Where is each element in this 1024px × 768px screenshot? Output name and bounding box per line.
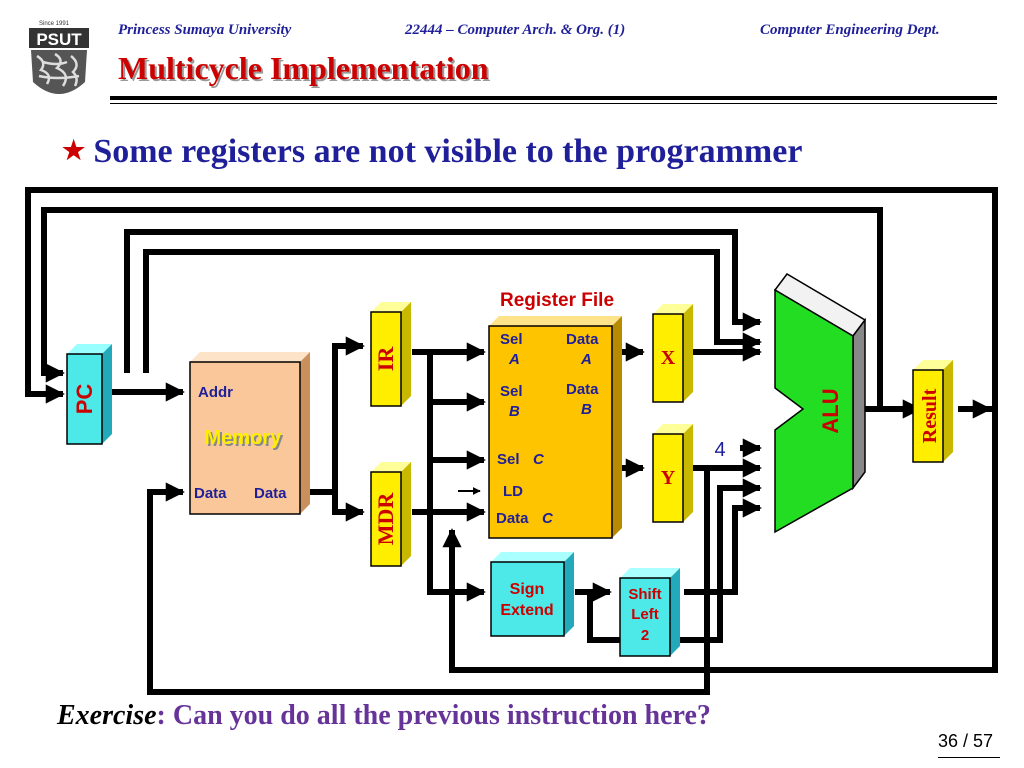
mdr-label: MDR [373, 492, 398, 546]
wire-result-to-data-c [442, 409, 998, 673]
data-c-label: Data [496, 510, 529, 527]
slide-title: Multicycle Implementation [118, 50, 489, 86]
memory-addr-label: Addr [198, 384, 233, 401]
logo-abbr: PSUT [36, 30, 82, 49]
register-file-title: Register File [500, 290, 614, 311]
exercise-label: Exercise [57, 700, 157, 731]
wire-shift-to-alu [684, 498, 762, 595]
sel-c-label: Sel [497, 451, 520, 468]
wire-memory-to-mdr [332, 492, 365, 522]
data-c-letter: C [542, 510, 554, 527]
alu: ALU [773, 273, 867, 534]
page-number-underline [938, 757, 1000, 758]
shift-left-line1: Shift [628, 586, 661, 603]
wire-ir-to-sel-c [427, 402, 486, 470]
memory-block: Addr Memory Memory Data Data [189, 352, 310, 515]
result-label: Result [919, 388, 941, 443]
ir-label: IR [373, 346, 398, 372]
constant-four-label: 4 [714, 439, 725, 461]
x-register: X [652, 304, 693, 403]
shift-left-block: Shift Left 2 [619, 568, 680, 657]
ir-register: IR [370, 302, 411, 407]
header-course: 22444 – Computer Arch. & Org. (1) [405, 22, 626, 38]
header-department: Computer Engineering Dept. [760, 22, 940, 38]
sign-extend-block: Sign Extend [490, 552, 574, 637]
ld-label: LD [503, 483, 523, 500]
wires [25, 187, 998, 695]
pc-label: PC [72, 384, 97, 415]
sign-extend-line2: Extend [500, 602, 553, 619]
header-rule-thin [110, 103, 997, 104]
data-a-letter: A [580, 351, 592, 368]
mdr-register: MDR [370, 462, 411, 567]
exercise-question: : Can you do all the previous instructio… [156, 700, 711, 731]
memory-data-in-label: Data [194, 485, 227, 502]
wire-pc-to-alu-a [124, 229, 762, 373]
bullet-text: Some registers are not visible to the pr… [93, 133, 803, 170]
exercise-text: Exercise: Can you do all the previous in… [57, 700, 711, 732]
alu-label: ALU [818, 388, 843, 433]
sel-a-label: Sel [500, 331, 523, 348]
y-register: Y [652, 424, 693, 523]
wire-memory-to-ir [310, 336, 365, 495]
wire-y-to-memory [147, 468, 710, 695]
sel-b-label: Sel [500, 383, 523, 400]
wire-alu-to-pc [41, 207, 883, 409]
wire-sign-to-alu [587, 478, 762, 643]
wire-ir-to-sel-b [427, 352, 486, 412]
pc-register: PC [66, 344, 112, 445]
shift-left-line3: 2 [641, 627, 649, 644]
data-b-letter: B [581, 401, 592, 418]
star-icon: ★ [62, 136, 86, 165]
y-label: Y [661, 467, 676, 489]
result-register: Result [912, 360, 953, 463]
header-rule [110, 96, 997, 100]
psut-logo: Since 1991 PSUT [29, 21, 89, 94]
memory-data-out-label: Data [254, 485, 287, 502]
data-b-label: Data [566, 381, 599, 398]
logo-since: Since 1991 [39, 21, 70, 27]
x-label: X [661, 347, 676, 369]
sel-c-letter: C [533, 451, 545, 468]
data-a-label: Data [566, 331, 599, 348]
header-university: Princess Sumaya University [118, 22, 292, 38]
wire-pc-to-alu-a2 [143, 249, 762, 373]
memory-title-shadow: Memory [207, 429, 285, 451]
page-number: 36 / 57 [938, 731, 994, 751]
sign-extend-line1: Sign [510, 581, 545, 598]
shift-left-line2: Left [631, 606, 659, 623]
sel-b-letter: B [509, 403, 520, 420]
wire-ir-to-sign-extend [427, 460, 486, 602]
bullet-point: ★Some registers are not visible to the p… [62, 133, 802, 171]
memory-title: Memory [205, 427, 283, 449]
sel-a-letter: A [508, 351, 520, 368]
register-file: Register File Sel A Data A Sel B Data B … [488, 290, 622, 539]
